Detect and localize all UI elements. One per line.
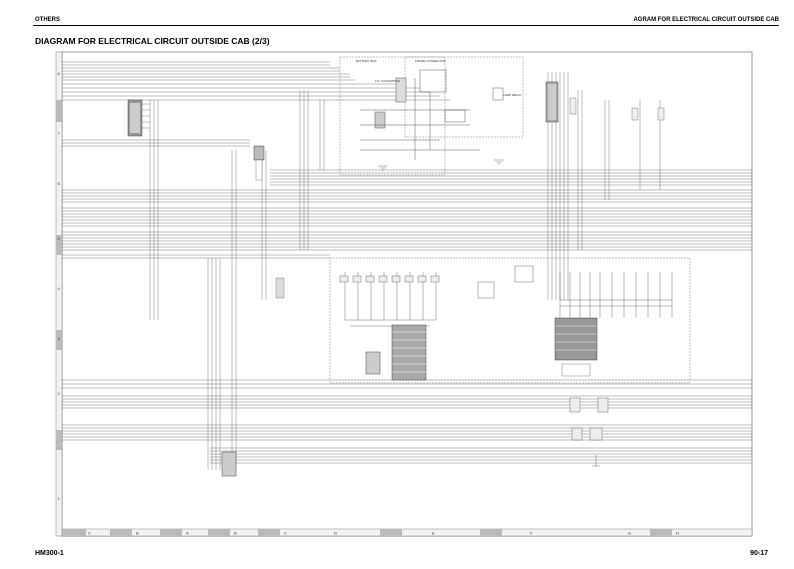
svg-text:BATTERY BOX: BATTERY BOX — [356, 59, 377, 63]
connector-lower-left — [221, 277, 285, 477]
grid-col-label: F — [530, 531, 533, 536]
module-top-components — [360, 69, 504, 160]
grid-col-label: A — [186, 531, 189, 536]
svg-text:LAMP RELAY: LAMP RELAY — [503, 93, 522, 97]
connector-middle-left — [365, 324, 427, 381]
footer-model: HM300-1 — [35, 550, 64, 557]
connector-middle-right — [554, 317, 598, 377]
connector-upper-left — [127, 99, 150, 137]
document-title: DIAGRAM FOR ELECTRICAL CIRCUIT OUTSIDE C… — [35, 36, 270, 46]
grid-col-label: D — [334, 531, 337, 536]
module-middle-sensors — [339, 265, 534, 327]
grid-row-label: 5 — [58, 236, 61, 241]
grid-col-label: G — [628, 531, 631, 536]
grid-row-label: 1 — [58, 496, 61, 501]
grid-col-label: B — [234, 531, 237, 536]
grid-col-label: C — [284, 531, 287, 536]
header-rule — [33, 25, 779, 26]
grid-row-label: 2 — [58, 391, 61, 396]
connector-left-mid — [253, 145, 265, 181]
row-labels: 8 7 6 5 4 3 2 1 — [58, 71, 61, 501]
grid-col-label: B — [136, 531, 139, 536]
grid-row-label: 8 — [58, 71, 61, 76]
connector-upper-right — [545, 81, 665, 123]
header-section: OTHERS — [35, 17, 61, 23]
header-page-title: AGRAM FOR ELECTRICAL CIRCUIT OUTSIDE CAB — [633, 17, 779, 23]
grid-row-label: 6 — [58, 181, 61, 186]
grid-col-label: C — [88, 531, 91, 536]
svg-text:F.S. CONVERTER: F.S. CONVERTER — [375, 79, 401, 83]
grid-row-label: 7 — [58, 131, 61, 136]
grid-col-label: E — [432, 531, 435, 536]
components-lower-right — [569, 397, 609, 467]
svg-text:FRAME CONNECTOR: FRAME CONNECTOR — [415, 59, 446, 63]
grid-col-label: H — [676, 531, 679, 536]
grid-row-label: 4 — [58, 286, 61, 291]
footer-page-number: 90-17 — [750, 550, 768, 557]
grid-row-label: 3 — [58, 336, 61, 341]
